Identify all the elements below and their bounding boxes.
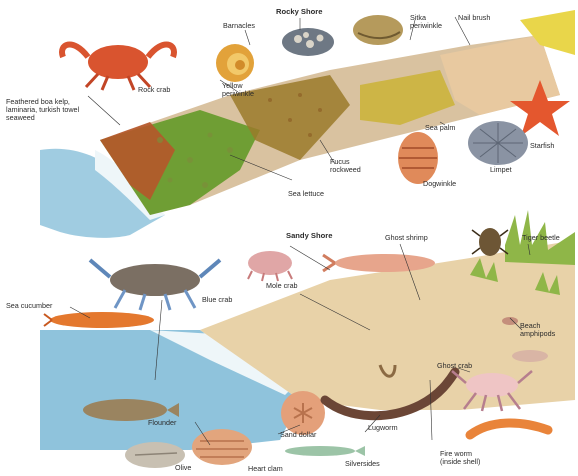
rock-crab-icon — [62, 44, 174, 90]
olive-label: Olive — [175, 464, 191, 472]
sea-cucumber-icon — [44, 312, 154, 328]
nail-brush-label: Nail brush — [458, 14, 490, 22]
blue-crab-icon — [90, 260, 220, 310]
flounder-label: Flounder — [148, 419, 176, 427]
sitka-periwinkle-icon — [353, 15, 403, 45]
ghost-crab-label: Ghost crab — [437, 362, 472, 370]
silversides-icon — [285, 446, 365, 456]
sea-lettuce-label: Sea lettuce — [288, 190, 324, 198]
silversides-label: Silversides — [345, 460, 380, 468]
sea-palm-label: Sea palm — [425, 124, 455, 132]
sand-dollar-label: Sand dollar — [280, 431, 316, 439]
fire-worm-label: Fire worm (inside shell) — [440, 450, 488, 466]
tiger-beetle-label: Tiger beetle — [522, 234, 560, 242]
yellow-periwinkle-icon — [216, 44, 254, 82]
heart-clam-label: Heart clam — [248, 465, 283, 473]
lugworm-label: Lugworm — [368, 424, 398, 432]
barnacles-icon — [282, 28, 334, 56]
tiger-beetle-icon — [472, 228, 508, 256]
feathered-kelp-label: Feathered boa kelp, laminaria, turkish t… — [6, 98, 98, 122]
yellow-periwinkle-label: Yellow periwinkle — [222, 82, 264, 98]
rocky-shore-title: Rocky Shore — [276, 8, 322, 16]
ghost-shrimp-icon — [323, 254, 435, 272]
mole-crab-label: Mole crab — [266, 282, 298, 290]
limpet-icon — [468, 121, 528, 165]
fire-worm-icon — [470, 423, 548, 435]
fucus-label: Fucus rockweed — [330, 158, 370, 174]
dogwinkle-icon — [398, 132, 438, 184]
limpet-label: Limpet — [490, 166, 512, 174]
beach-amphipods-label: Beach amphipods — [520, 322, 572, 338]
starfish-label: Starfish — [530, 142, 554, 150]
sandy-shore-title: Sandy Shore — [286, 232, 332, 240]
ghost-shrimp-label: Ghost shrimp — [385, 234, 428, 242]
sand-dollar-icon — [281, 391, 325, 435]
sea-cucumber-label: Sea cucumber — [6, 302, 52, 310]
sitka-periwinkle-label: Sitka periwinkle — [410, 14, 456, 30]
rock-crab-label: Rock crab — [138, 86, 170, 94]
mole-crab-icon — [248, 251, 292, 281]
blue-crab-label: Blue crab — [202, 296, 232, 304]
dogwinkle-label: Dogwinkle — [423, 180, 456, 188]
heart-clam-icon — [192, 429, 252, 465]
barnacles-label: Barnacles — [223, 22, 255, 30]
